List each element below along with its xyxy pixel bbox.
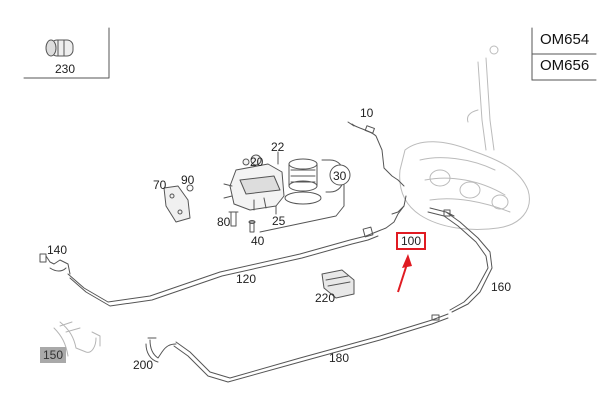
part-label-220: 220 [315,291,336,305]
part-label-160: 160 [491,280,512,294]
part-230-sleeve [45,39,74,57]
part-label-70: 70 [153,178,167,192]
part-label-120: 120 [236,272,257,286]
part-label-100-highlighted: 100 [396,232,427,250]
part-label-40: 40 [251,234,265,248]
engine-code-boxes [531,27,597,81]
connector-200 [145,337,177,363]
inset-frame-230 [23,27,110,79]
connector-140 [39,253,71,275]
callout-circle-30 [329,164,351,186]
part-label-25: 25 [272,214,286,228]
part-label-30: 30 [333,169,347,183]
bracket-70 [163,185,191,223]
part-label-90: 90 [181,173,195,187]
filter-housing-20 [223,154,285,211]
engine-code-om654: OM654 [540,31,590,48]
pipe-120 [67,205,405,307]
engine-outline [399,45,530,230]
part-label-150-highlighted: 150 [40,347,67,363]
part-label-230: 230 [55,62,76,76]
clip-220 [321,269,355,299]
part-label-10: 10 [360,106,374,120]
part-10-pipe [347,121,407,215]
pipe-180 [173,313,449,383]
screw-40 [248,220,256,233]
part-label-140: 140 [47,243,68,257]
bolt-80 [228,211,239,227]
hose-150 [53,321,101,357]
pointer-arrow [397,254,412,293]
part-label-180: 180 [329,351,350,365]
part-label-200: 200 [133,358,154,372]
part-label-80: 80 [217,215,231,229]
part-label-22: 22 [271,140,285,154]
part-label-20: 20 [250,155,264,169]
filter-element-30 [284,158,322,205]
pipe-160 [427,207,493,313]
ring-90 [186,184,194,192]
engine-code-om656: OM656 [540,57,590,74]
